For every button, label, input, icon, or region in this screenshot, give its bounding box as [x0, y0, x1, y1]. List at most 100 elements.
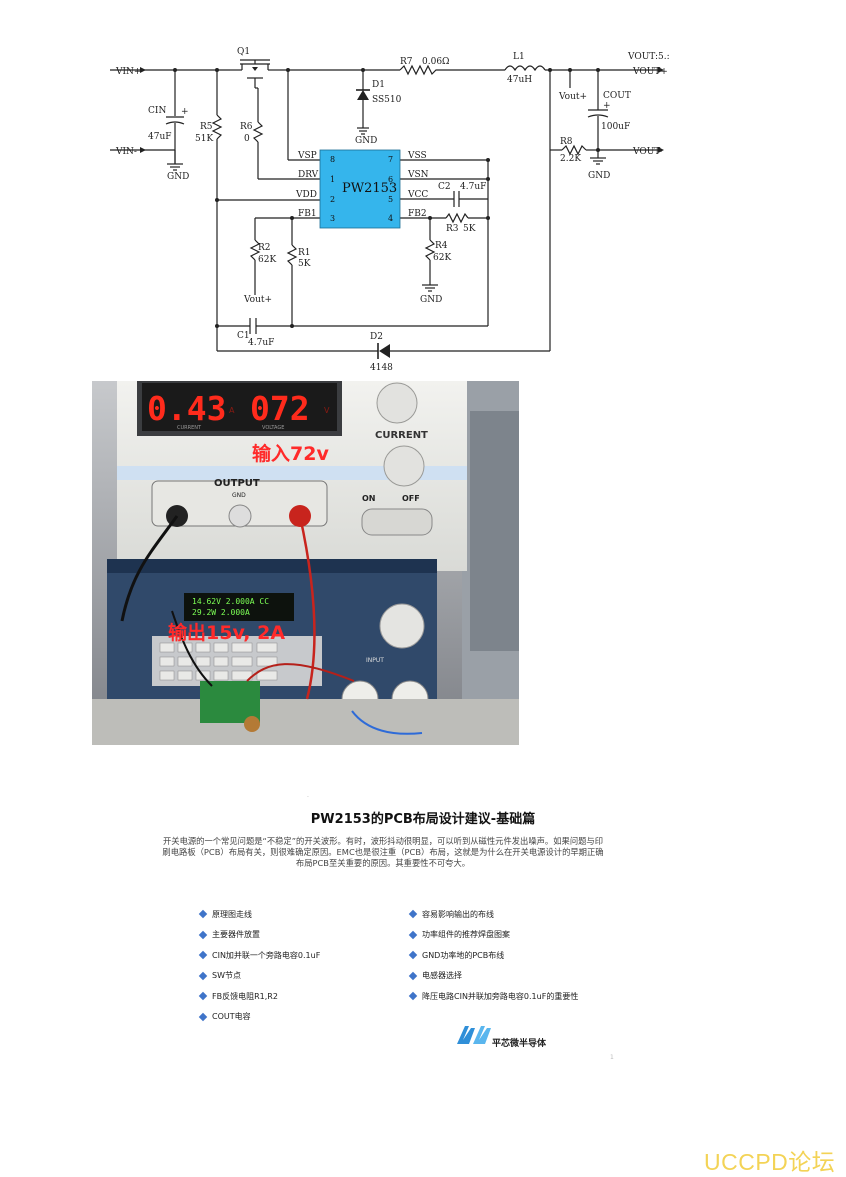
r4-label: R4 [435, 241, 448, 251]
current-caption: CURRENT [177, 425, 202, 431]
diamond-bullet-icon [198, 910, 208, 919]
c1-label: C1 [237, 331, 250, 341]
diamond-bullet-icon [198, 992, 208, 1001]
svg-text:+: + [181, 107, 189, 117]
supply-current-display: 0.43 [147, 389, 226, 428]
vout-sense-label: Vout+ [558, 92, 587, 102]
vout-plus-label: VOUT+ [632, 67, 668, 77]
pin-vsp: VSP [297, 151, 317, 161]
r6-label: R6 [240, 122, 253, 132]
r1-value: 5K [298, 259, 311, 269]
list-item: 电感器选择 [408, 966, 578, 987]
intro-paragraph: 开关电源的一个常见问题是“不稳定”的开关波形。有时，波形抖动很明显，可以听到从磁… [162, 836, 604, 868]
section-title: PW2153的PCB布局设计建议-基础篇 [310, 812, 536, 827]
pin-num-5: 5 [388, 195, 393, 204]
gnd-label-r4: GND [420, 295, 442, 305]
pin-num-8: 8 [330, 155, 335, 164]
forum-watermark: UCCPD论坛 [704, 1149, 836, 1175]
l1-label: L1 [513, 52, 525, 62]
vin-plus-label: VIN+ [115, 67, 141, 77]
list-item: 降压电路CIN并联加旁路电容0.1uF的重要性 [408, 986, 578, 1007]
pin-num-4: 4 [388, 214, 393, 223]
gnd-label-cin: GND [167, 172, 189, 182]
diamond-bullet-icon [198, 1012, 208, 1021]
r4-value: 62K [433, 253, 451, 263]
r5-value: 51K [195, 134, 213, 144]
load-input-label: INPUT [366, 657, 384, 664]
d1-label: D1 [372, 80, 385, 90]
pin-fb2: FB2 [408, 209, 427, 219]
r5-label: R5 [200, 122, 213, 132]
pin-vcc: VCC [407, 190, 428, 200]
diamond-bullet-icon [408, 951, 418, 960]
diamond-bullet-icon [408, 910, 418, 919]
pw2153-chip [319, 149, 401, 229]
d2-label: D2 [370, 332, 383, 342]
c2-value: 4.7uF [460, 182, 486, 192]
diamond-bullet-icon [198, 930, 208, 939]
voltage-caption: VOLTAGE [262, 425, 284, 431]
cout-label: COUT [603, 91, 631, 101]
vout-spec-label: VOUT:5.: [627, 52, 670, 62]
gnd-terminal-label: GND [232, 492, 246, 499]
current-knob-label: CURRENT [375, 430, 428, 441]
list-item: COUT电容 [198, 1007, 320, 1028]
input-annotation: 输入72v [252, 442, 329, 465]
chip-name: PW2153 [342, 181, 397, 196]
r7-value: 0.06Ω [422, 57, 450, 67]
vin-minus-label: VIN- [115, 147, 137, 157]
c1-value: 4.7uF [248, 338, 274, 348]
load-display-line-2: 29.2W 2.000A [192, 608, 250, 617]
pin-num-1: 1 [330, 175, 335, 184]
supply-unit-v: V [324, 406, 330, 415]
list-item: GND功率地的PCB布线 [408, 945, 578, 966]
d1-value: SS510 [372, 95, 402, 105]
vout-sense-label-2: Vout+ [243, 295, 272, 305]
supply-voltage-display: 072 [250, 389, 310, 428]
list-item: 主要器件放置 [198, 925, 320, 946]
on-label: ON [362, 494, 376, 503]
output-label: OUTPUT [214, 478, 260, 489]
cin-value: 47uF [148, 132, 172, 142]
diamond-bullet-icon [198, 951, 208, 960]
pin-vsn: VSN [407, 170, 429, 180]
r8-label: R8 [560, 137, 573, 147]
header-dot: . [307, 792, 309, 799]
list-item: FB反馈电阻R1,R2 [198, 986, 320, 1007]
left-bullet-list: 原理图走线 主要器件放置 CIN加并联一个旁路电容0.1uF SW节点 FB反馈… [198, 904, 320, 1028]
pin-num-7: 7 [388, 155, 393, 164]
diamond-bullet-icon [198, 971, 208, 980]
list-item: 原理图走线 [198, 904, 320, 925]
r6-value: 0 [244, 134, 250, 144]
r3-label: R3 [446, 224, 459, 234]
svg-text:+: + [603, 101, 611, 111]
load-display-line-1: 14.62V 2.000A CC [192, 597, 269, 606]
supply-unit-a: A [229, 406, 235, 415]
test-setup-illustration: 0.43 A 072 V CURRENT VOLTAGE CURRENT OUT… [92, 381, 519, 745]
pin-num-6: 6 [388, 175, 393, 184]
circuit-schematic: VIN+ VIN- VOUT:5.: VOUT+ VOUT- Q1 CIN 47… [110, 47, 670, 373]
r3-value: 5K [463, 224, 476, 234]
r8-value: 2.2K [560, 154, 581, 164]
r1-label: R1 [298, 248, 311, 258]
r2-value: 62K [258, 255, 276, 265]
diamond-bullet-icon [408, 930, 418, 939]
r7-label: R7 [400, 57, 413, 67]
r2-label: R2 [258, 243, 271, 253]
diamond-bullet-icon [408, 971, 418, 980]
q1-label: Q1 [237, 47, 250, 57]
test-setup-photo: 0.43 A 072 V CURRENT VOLTAGE CURRENT OUT… [92, 381, 519, 745]
page-number: 1 [610, 1054, 614, 1061]
pin-num-2: 2 [330, 195, 335, 204]
list-item: CIN加并联一个旁路电容0.1uF [198, 945, 320, 966]
l1-value: 47uH [507, 75, 532, 85]
list-item: 功率组件的推荐焊盘图案 [408, 925, 578, 946]
right-bullet-list: 容易影响输出的布线 功率组件的推荐焊盘图案 GND功率地的PCB布线 电感器选择… [408, 904, 578, 1007]
cout-value: 100uF [601, 122, 630, 132]
pin-vss: VSS [407, 151, 427, 161]
diamond-bullet-icon [408, 992, 418, 1001]
pin-fb1: FB1 [298, 209, 317, 219]
c2-label: C2 [438, 182, 451, 192]
output-annotation: 输出15v, 2A [168, 621, 285, 644]
list-item: SW节点 [198, 966, 320, 987]
